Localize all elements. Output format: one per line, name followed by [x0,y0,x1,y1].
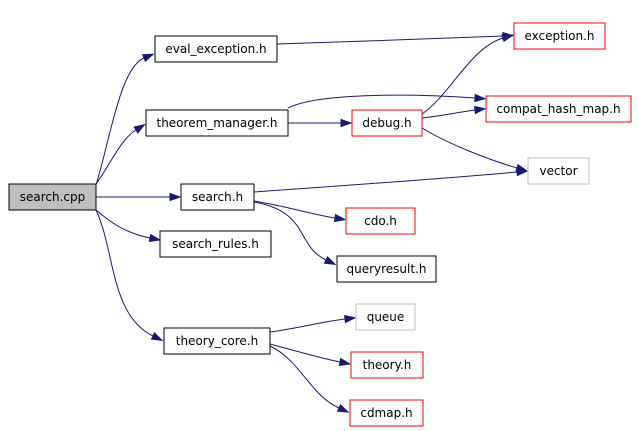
arrowhead-cdo_h [333,213,347,223]
node-cdo-h[interactable]: cdo.h [345,207,416,235]
nodes-layer: search.cpp eval_exception.h theorem_manage… [8,22,632,427]
arrowhead-vector [516,167,529,177]
edge-theory_core_h-to-queue [269,318,346,333]
edges-layer [95,31,529,413]
arrowhead-debug_h [340,118,353,128]
arrowhead-theorem_manager_h [133,123,146,134]
arrowhead-exception_h [501,34,515,43]
arrowhead-theory_core_h [150,332,164,342]
arrowhead-queryresult_h [323,255,337,266]
node-label: compat_hash_map.h [496,102,620,116]
node-label: theorem_manager.h [156,116,277,130]
node-label: eval_exception.h [165,42,266,56]
node-label: exception.h [524,29,594,43]
node-queue[interactable]: queue [355,303,416,331]
edge-theorem_manager_h-to-compat_hash_map_h [287,94,476,109]
arrowhead-compat_hash_map_h [473,105,487,115]
node-box[interactable] [154,35,278,63]
node-label: search.cpp [20,190,86,204]
edge-theory_core_h-to-theory_h [269,343,341,363]
node-label: queryresult.h [346,262,426,276]
node-box[interactable] [145,109,289,137]
node-label: cdmap.h [360,406,412,420]
node-box[interactable] [159,230,272,258]
node-box[interactable] [513,22,606,50]
node-exception-h[interactable]: exception.h [513,22,606,50]
node-label: queue [367,310,405,324]
arrowhead-search_h [169,192,182,202]
node-label: search_rules.h [172,237,259,251]
edge-search_cpp-to-theory_core_h [95,209,154,337]
edge-debug_h-to-compat_hash_map_h [421,109,476,119]
node-box[interactable] [351,109,423,137]
node-queryresult-h[interactable]: queryresult.h [336,255,437,283]
node-theory-h[interactable]: theory.h [350,351,424,379]
arrowhead-eval_exception_h [141,53,155,63]
node-eval-exception-h[interactable]: eval_exception.h [154,35,278,63]
node-box[interactable] [345,207,416,235]
node-label: debug.h [362,116,411,130]
edge-search_h-to-queryresult_h [253,201,327,261]
edge-eval_exception_h-to-exception_h [276,35,504,45]
node-vector[interactable]: vector [527,157,590,185]
edge-theory_core_h-to-cdmap_h [269,345,340,409]
node-label: search.h [192,190,243,204]
node-cdmap-h[interactable]: cdmap.h [349,399,424,427]
arrowhead-theory_h [338,357,352,367]
arrowhead-cdmap_h [336,403,350,413]
node-compat-hash-map-h[interactable]: compat_hash_map.h [485,95,632,123]
node-label: vector [539,164,577,178]
edge-search_cpp-to-eval_exception_h [95,57,145,186]
node-search-cpp[interactable]: search.cpp [8,183,97,211]
edge-search_cpp-to-search_rules_h [95,209,151,239]
node-box[interactable] [350,351,424,379]
node-box[interactable] [355,303,416,331]
node-debug-h[interactable]: debug.h [351,109,423,137]
arrowhead-compat_hash_map_h [474,93,487,103]
node-box[interactable] [527,157,590,185]
node-label: cdo.h [364,214,397,228]
edge-debug_h-to-vector [421,127,518,169]
node-label: theory.h [363,358,412,372]
edge-debug_h-to-exception_h [421,37,504,115]
node-box[interactable] [8,183,97,211]
node-label: theory_core.h [176,334,258,348]
node-box[interactable] [336,255,437,283]
node-box[interactable] [485,95,632,123]
edge-search_cpp-to-theorem_manager_h [95,129,137,185]
node-theory-core-h[interactable]: theory_core.h [163,327,271,355]
arrowhead-queue [344,314,357,324]
node-search-h[interactable]: search.h [180,183,255,211]
arrowhead-search_rules_h [148,233,162,243]
node-box[interactable] [349,399,424,427]
node-theorem-manager-h[interactable]: theorem_manager.h [145,109,289,137]
node-box[interactable] [163,327,271,355]
edge-search_h-to-vector [253,171,518,193]
edge-search_h-to-cdo_h [253,200,336,219]
node-box[interactable] [180,183,255,211]
node-search-rules-h[interactable]: search_rules.h [159,230,272,258]
